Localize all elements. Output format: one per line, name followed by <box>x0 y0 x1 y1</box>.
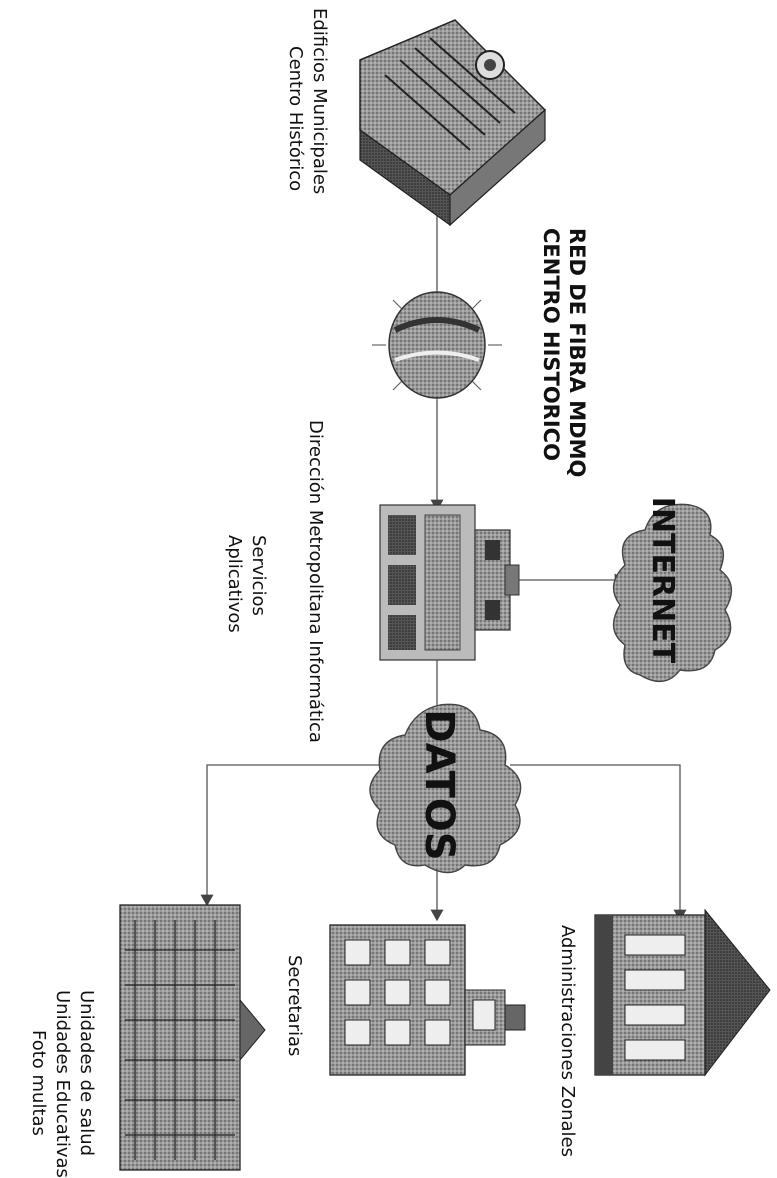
edificios-label: Edificios Municipales Centro Histórico <box>283 8 331 194</box>
unidades-label-line1: Unidades de salud <box>76 990 97 1157</box>
connector-datos-to-unidades <box>200 764 385 907</box>
fiber-globe-icon <box>372 278 502 412</box>
servicios-label-line1: Servicios <box>248 535 269 616</box>
edificios-label-line1: Edificios Municipales <box>309 8 330 195</box>
tower-building-icon <box>119 904 266 1171</box>
direccion-label: Dirección Metropolitana Informática <box>303 420 327 743</box>
municipal-building-icon <box>359 19 547 227</box>
administraciones-label: Administraciones Zonales <box>555 925 579 1157</box>
title-line1: RED DE FIBRA MDMQ <box>565 228 589 478</box>
direccion-label-text: Dirección Metropolitana Informática <box>305 420 326 743</box>
administraciones-label-text: Administraciones Zonales <box>557 925 578 1157</box>
secretarias-label: Secretarias <box>282 955 306 1056</box>
office-building-icon <box>329 924 526 1076</box>
servicios-label-line2: Aplicativos <box>224 535 245 633</box>
servicios-label: Servicios Aplicativos <box>222 535 270 633</box>
internet-cloud-icon <box>612 503 733 683</box>
edificios-label-line2: Centro Histórico <box>285 46 306 192</box>
internet-cloud-label: INTERNET <box>645 497 680 664</box>
unidades-label: Unidades de salud Unidades Educativas Fo… <box>26 990 98 1178</box>
datos-cloud-icon <box>369 703 522 874</box>
diagram-title: RED DE FIBRA MDMQ CENTRO HISTORICO <box>538 228 590 477</box>
connectors <box>200 210 687 922</box>
unidades-label-line2: Unidades Educativas <box>52 990 73 1178</box>
secretarias-label-text: Secretarias <box>284 955 305 1057</box>
unidades-label-line3: Foto multas <box>28 1030 49 1136</box>
temple-building-icon <box>594 908 771 1077</box>
connector-datos-to-zonal <box>510 764 687 922</box>
server-rack-icon <box>379 504 520 661</box>
title-line2: CENTRO HISTORICO <box>539 228 563 461</box>
datos-cloud-label: DATOS <box>416 709 462 860</box>
